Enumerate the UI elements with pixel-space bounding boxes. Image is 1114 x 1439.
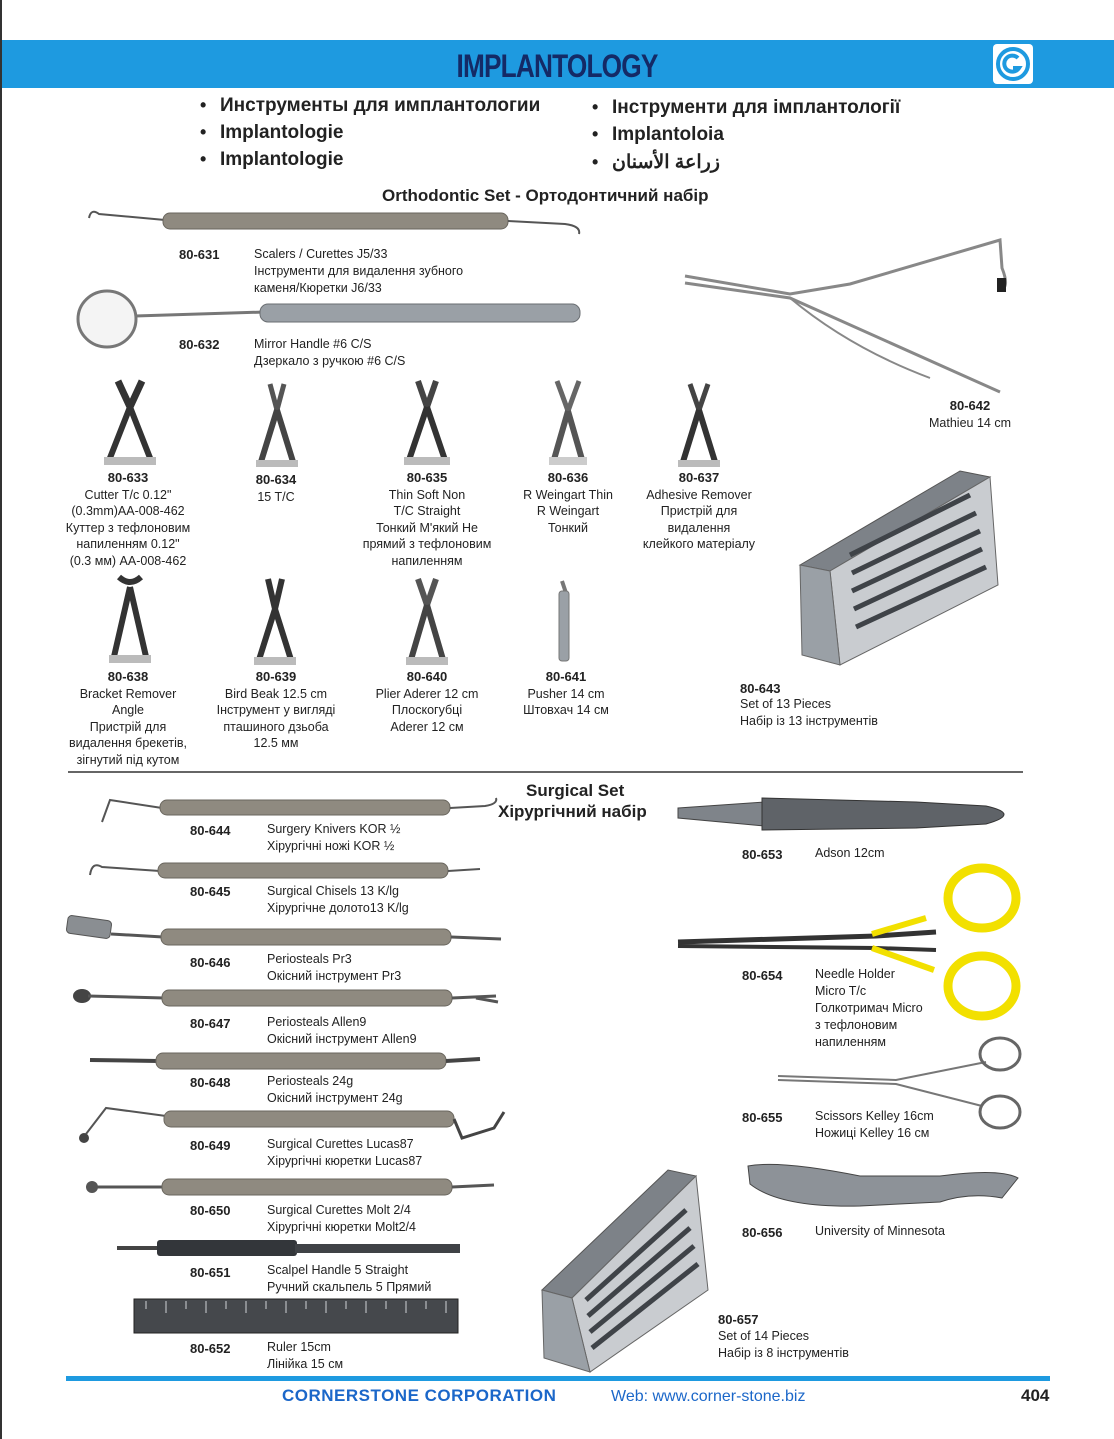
language-item: Інструменти для імплантології xyxy=(592,97,900,124)
surgery-knife-illustration xyxy=(101,797,498,823)
header-bar xyxy=(2,40,1114,88)
item-code: 80-655 xyxy=(742,1110,783,1125)
bracket-remover-plier-illustration xyxy=(109,574,151,663)
item-caption: 80-640 Plier Aderer 12 cm Плоскогубці Ad… xyxy=(375,669,479,734)
page-title: IMPLANTOLOGY xyxy=(456,48,658,84)
scalpel-handle-illustration xyxy=(117,1240,460,1256)
surgical-section-subtitle: Хірургічний набір xyxy=(498,802,647,821)
item-caption: 80-637 Adhesive Remover Пристрій для вид… xyxy=(642,470,756,551)
item-description: Mirror Handle #6 C/S Дзеркало з ручкою #… xyxy=(254,337,406,368)
item-description: Scalers / Curettes J5/33 Інструменти для… xyxy=(254,247,464,295)
item-caption: 80-633 Cutter T/c 0.12" (0.3mm)AA-008-46… xyxy=(65,470,191,568)
language-item: Implantologie xyxy=(200,122,540,149)
item-caption: 80-634 15 T/C xyxy=(255,472,297,504)
item-code: 80-650 xyxy=(190,1203,231,1218)
bird-beak-plier-illustration xyxy=(254,578,296,665)
pusher-illustration xyxy=(558,580,570,662)
ruler-illustration xyxy=(133,1298,459,1334)
item-code: 80-647 xyxy=(190,1016,231,1031)
thin-soft-plier-illustration xyxy=(404,380,450,465)
periosteal-pr3-illustration xyxy=(65,915,502,946)
item-code: 80-646 xyxy=(190,955,231,970)
footer-bar xyxy=(66,1376,1050,1381)
item-code: 80-653 xyxy=(742,847,783,862)
periosteal-allen9-illustration xyxy=(73,989,499,1007)
surgical-chisel-illustration xyxy=(89,862,481,879)
item-code: 80-643 xyxy=(740,681,781,696)
mathieu-plier-illustration xyxy=(684,238,1007,394)
scaler-illustration xyxy=(88,210,581,235)
language-item: Implantoloia xyxy=(592,124,900,151)
periosteal-24g-illustration xyxy=(89,1052,481,1070)
language-item: Инструменты для имплантологии xyxy=(200,95,540,122)
item-code: 80-631 xyxy=(179,247,220,262)
language-item: زراعة الأسنان xyxy=(592,151,900,178)
item-code: 80-656 xyxy=(742,1225,783,1240)
orthodontic-section-title: Orthodontic Set - Ортодонтичний набір xyxy=(382,186,709,205)
item-caption: 80-635 Thin Soft Non T/C Straight Тонкий… xyxy=(362,470,492,568)
needle-holder-illustration xyxy=(677,863,1021,1021)
adhesive-remover-plier-illustration xyxy=(678,383,720,467)
item-code: 80-645 xyxy=(190,884,231,899)
section-divider xyxy=(68,771,1023,773)
surgical-section-title: Surgical Set xyxy=(526,781,625,800)
item-code: 80-652 xyxy=(190,1341,231,1356)
item-code: 80-657 xyxy=(718,1312,759,1327)
lucas-curette-illustration xyxy=(79,1106,506,1143)
item-caption: 80-636 R Weingart Thin R Weingart Тонкий xyxy=(523,470,613,535)
footer-company: CORNERSTONE CORPORATION xyxy=(282,1386,557,1405)
item-description: University of Minnesota xyxy=(815,1224,945,1238)
cornerstone-logo-icon xyxy=(993,44,1033,84)
mirror-handle-illustration xyxy=(76,289,581,349)
item-code: 80-632 xyxy=(179,337,220,352)
item-caption: 80-642 Mathieu 14 cm xyxy=(929,398,1011,430)
item-description: Adson 12cm xyxy=(815,846,885,860)
molt-curette-illustration xyxy=(86,1178,495,1196)
item-code: 80-644 xyxy=(190,823,231,838)
aderer-plier-illustration xyxy=(406,578,448,665)
scissors-kelley-illustration xyxy=(777,1036,1022,1130)
minnesota-retractor-illustration xyxy=(747,1163,1019,1207)
item-caption: 80-641 Pusher 14 cm Штовхач 14 см xyxy=(523,669,609,717)
item-code: 80-654 xyxy=(742,968,783,983)
item-description: Needle Holder Micro T/c Голкотримач Micr… xyxy=(815,967,923,1049)
instrument-tray-14-illustration xyxy=(541,1169,709,1373)
instrument-tray-illustration xyxy=(798,470,999,666)
item-caption: 80-639 Bird Beak 12.5 cm Інструмент у ви… xyxy=(216,669,336,750)
footer-web-link[interactable]: Web: www.corner-stone.biz xyxy=(611,1388,806,1405)
plier-15tc-illustration xyxy=(256,383,298,467)
weingart-plier-illustration xyxy=(549,380,587,465)
language-item: Implantologie xyxy=(200,149,540,176)
item-caption: 80-638 Bracket Remover Angle Пристрій дл… xyxy=(69,669,187,767)
language-list-right: Інструменти для імплантології Implantolo… xyxy=(592,97,900,178)
item-code: 80-651 xyxy=(190,1265,231,1280)
language-list-left: Инструменты для имплантологии Implantolo… xyxy=(200,95,540,176)
item-code: 80-649 xyxy=(190,1138,231,1153)
item-description: Set of 13 Pieces Набір із 13 інструменті… xyxy=(740,697,878,728)
page-number: 404 xyxy=(1021,1386,1050,1405)
item-code: 80-648 xyxy=(190,1075,231,1090)
adson-forceps-illustration xyxy=(677,797,1005,831)
cutter-plier-illustration xyxy=(104,379,156,465)
